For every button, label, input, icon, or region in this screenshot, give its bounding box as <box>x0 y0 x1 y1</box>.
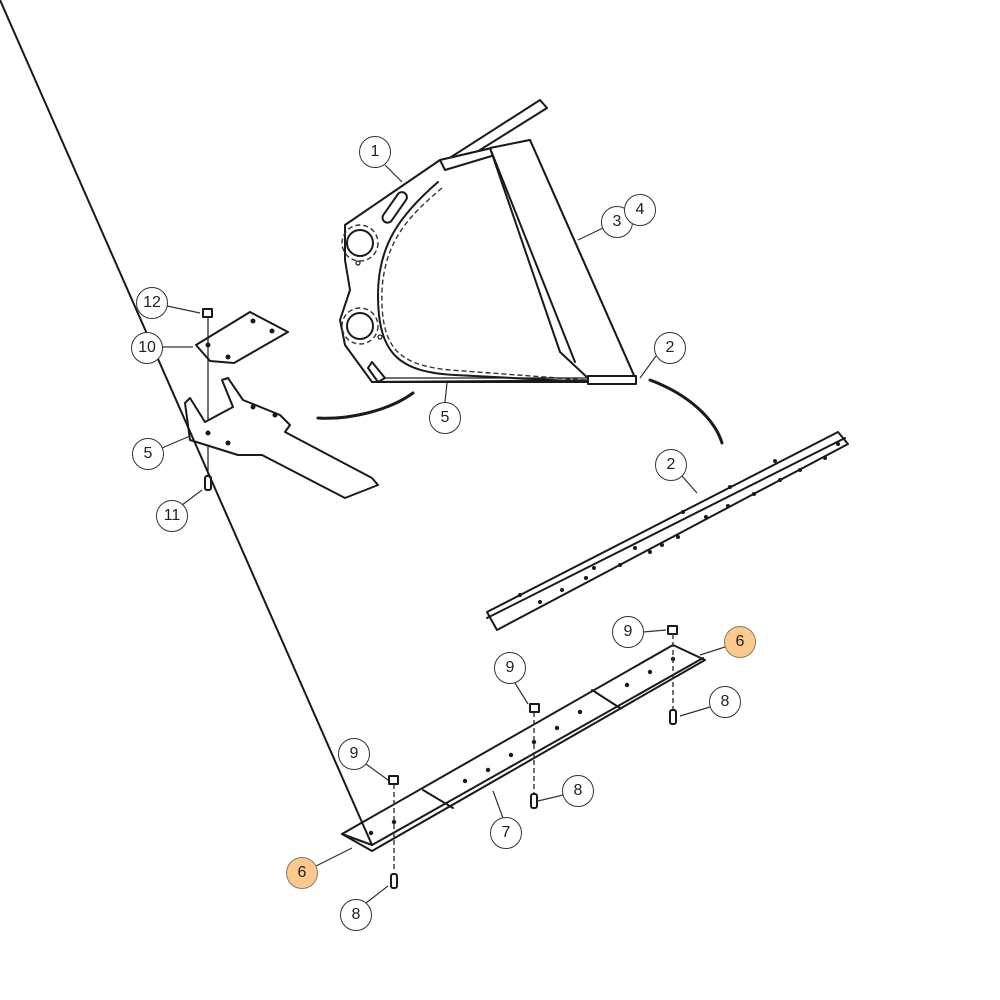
callout-4[interactable]: 4 <box>624 194 656 226</box>
callout-number: 9 <box>623 623 633 640</box>
callout-6-highlighted[interactable]: 6 <box>724 626 756 658</box>
leader-lines <box>161 164 726 904</box>
callout-8[interactable]: 8 <box>340 899 372 931</box>
callout-number: 1 <box>370 143 380 160</box>
callout-number: 10 <box>138 339 156 356</box>
callout-number: 2 <box>666 456 676 473</box>
callout-5[interactable]: 5 <box>429 402 461 434</box>
callout-number: 8 <box>720 693 730 710</box>
callout-number: 7 <box>501 824 511 841</box>
callout-9[interactable]: 9 <box>338 738 370 770</box>
callout-number: 5 <box>440 409 450 426</box>
callout-number: 6 <box>297 864 307 881</box>
callout-number: 9 <box>349 745 359 762</box>
callout-5[interactable]: 5 <box>132 438 164 470</box>
callout-number: 8 <box>351 906 361 923</box>
skid-plate-assembly[interactable] <box>184 308 379 499</box>
cutting-edge[interactable] <box>486 431 849 631</box>
callout-2[interactable]: 2 <box>655 449 687 481</box>
callout-10[interactable]: 10 <box>131 332 163 364</box>
bucket-assembly[interactable] <box>339 99 637 385</box>
callout-number: 3 <box>612 213 622 230</box>
callout-8[interactable]: 8 <box>562 775 594 807</box>
callout-number: 6 <box>735 633 745 650</box>
callout-number: 8 <box>573 782 583 799</box>
cutting-edge-segments[interactable] <box>0 0 706 889</box>
callout-6-highlighted[interactable]: 6 <box>286 857 318 889</box>
callout-7[interactable]: 7 <box>490 817 522 849</box>
callout-1[interactable]: 1 <box>359 136 391 168</box>
callout-8[interactable]: 8 <box>709 686 741 718</box>
callout-number: 12 <box>143 294 161 311</box>
callout-11[interactable]: 11 <box>156 500 188 532</box>
callout-number: 5 <box>143 445 153 462</box>
callout-number: 4 <box>635 201 645 218</box>
callout-number: 9 <box>505 659 515 676</box>
callout-9[interactable]: 9 <box>494 652 526 684</box>
callout-number: 2 <box>665 339 675 356</box>
callout-2[interactable]: 2 <box>654 332 686 364</box>
callout-number: 11 <box>163 507 181 524</box>
callout-12[interactable]: 12 <box>136 287 168 319</box>
callout-9[interactable]: 9 <box>612 616 644 648</box>
